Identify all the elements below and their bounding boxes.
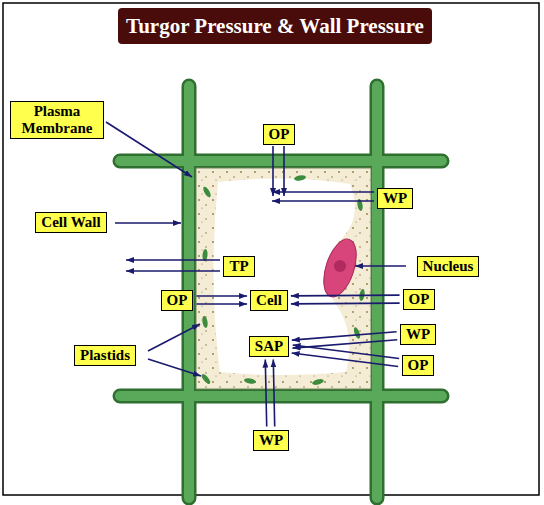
label-text: SAP <box>255 338 283 355</box>
label-box: WP <box>400 324 436 345</box>
label-box: Cell <box>250 290 288 311</box>
label-text: Plasma Membrane <box>16 103 98 137</box>
pressure-arrow <box>291 295 400 304</box>
label-text: WP <box>406 326 430 343</box>
label-box: SAP <box>249 336 289 357</box>
arrow-line <box>292 332 397 340</box>
pressure-arrow <box>292 345 399 367</box>
label-text: Plastids <box>80 347 130 364</box>
label-box: Nucleus <box>417 256 480 277</box>
label-box: Cell Wall <box>35 212 106 233</box>
pressure-arrow <box>196 296 247 304</box>
label-box: Plastids <box>74 345 136 366</box>
title-banner: Turgor Pressure & Wall Pressure <box>118 8 432 44</box>
label-text: WP <box>383 190 407 207</box>
cell-walls <box>120 86 442 498</box>
label-box: Plasma Membrane <box>10 101 104 139</box>
label-text: TP <box>229 258 248 275</box>
pressure-arrow <box>265 359 274 426</box>
leader-arrows <box>106 122 406 376</box>
arrow-line <box>273 359 274 426</box>
label-box: OP <box>403 289 436 310</box>
label-box: WP <box>377 188 413 209</box>
label-text: Cell Wall <box>41 214 100 231</box>
label-text: WP <box>259 432 283 449</box>
nucleus <box>317 235 362 301</box>
pressure-arrow <box>292 332 397 348</box>
label-text: Cell <box>256 292 282 309</box>
label-box: WP <box>253 430 289 451</box>
label-text: OP <box>269 126 290 143</box>
plastids <box>200 174 365 385</box>
label-box: OP <box>263 124 296 145</box>
label-text: OP <box>167 292 188 309</box>
frame <box>3 3 539 495</box>
arrow-line <box>265 360 266 427</box>
label-text: OP <box>409 291 430 308</box>
label-box: OP <box>161 290 194 311</box>
arrow-line <box>291 294 400 296</box>
arrow-line <box>196 303 247 305</box>
arrow-line <box>292 353 398 367</box>
title-text: Turgor Pressure & Wall Pressure <box>126 14 424 39</box>
arrow-line <box>291 302 400 304</box>
label-text: Nucleus <box>423 258 474 275</box>
label-box: OP <box>402 355 435 376</box>
label-box: TP <box>223 256 254 277</box>
arrow-line <box>293 345 399 359</box>
arrow-line <box>196 295 247 297</box>
label-text: OP <box>408 357 429 374</box>
